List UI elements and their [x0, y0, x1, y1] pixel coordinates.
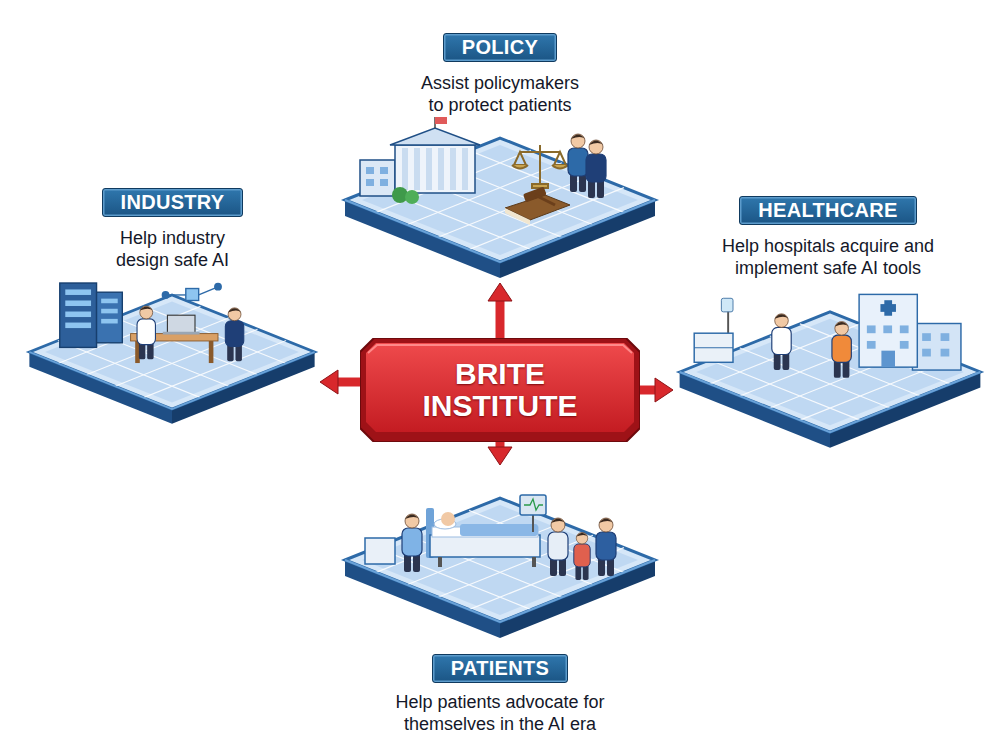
family-member — [596, 518, 616, 576]
gavel-book — [505, 187, 570, 225]
area-tag: PATIENTS — [432, 654, 568, 683]
server-racks — [60, 283, 123, 347]
arrow-connector — [488, 442, 512, 465]
arrow-connector — [320, 370, 360, 394]
focus-area: POLICY Assist policymakers to protect pat… — [340, 31, 660, 283]
government-building — [360, 117, 480, 204]
box-edge — [360, 338, 640, 442]
focus-area: PATIENTS Help patients advocate for thems… — [340, 465, 660, 737]
designer — [137, 306, 155, 359]
area-description: Help patients advocate for themselves in… — [375, 691, 625, 735]
family-member — [574, 532, 590, 580]
area-description: Help industry design safe AI — [103, 227, 243, 271]
arrow-head — [320, 370, 338, 394]
doctor — [772, 314, 791, 370]
arrow-connector — [640, 378, 673, 402]
arrow-head — [488, 447, 512, 465]
healthcare-platform — [680, 294, 981, 447]
hospital-building — [859, 294, 961, 370]
arrow-connector — [488, 283, 512, 338]
arrow-head — [488, 283, 512, 301]
area-description: Help hospitals acquire and implement saf… — [708, 235, 948, 279]
focus-area: INDUSTRY Help industry design safe AI — [25, 186, 320, 426]
arrow-shaft — [640, 386, 657, 395]
area-description: Assist policymakers to protect patients — [416, 72, 584, 116]
monitor — [520, 495, 546, 532]
nurse — [402, 514, 422, 572]
area-tag: HEALTHCARE — [739, 196, 916, 225]
family-member — [548, 518, 568, 576]
industry-platform — [29, 283, 314, 424]
arrow-head — [655, 378, 673, 402]
medical-equipment — [694, 298, 733, 362]
policymaker — [568, 134, 588, 192]
arrow-shaft — [336, 378, 360, 387]
designer — [225, 308, 243, 361]
area-tag: INDUSTRY — [102, 188, 244, 217]
policymaker — [586, 140, 606, 198]
box-face — [366, 343, 634, 432]
focus-area: HEALTHCARE Help hospitals acquire and imp… — [673, 194, 983, 446]
network-icon — [162, 283, 221, 300]
nurse — [832, 322, 851, 378]
box-highlight — [368, 345, 632, 353]
hospital-bed — [365, 508, 540, 567]
institute-name: BRITE INSTITUTE — [395, 358, 605, 423]
policy-platform — [345, 117, 655, 278]
patients-platform — [345, 495, 655, 638]
arrow-shaft — [496, 299, 505, 338]
area-tag: POLICY — [443, 33, 557, 62]
justice-scales — [512, 145, 568, 188]
institute-box: BRITE INSTITUTE — [360, 338, 640, 442]
